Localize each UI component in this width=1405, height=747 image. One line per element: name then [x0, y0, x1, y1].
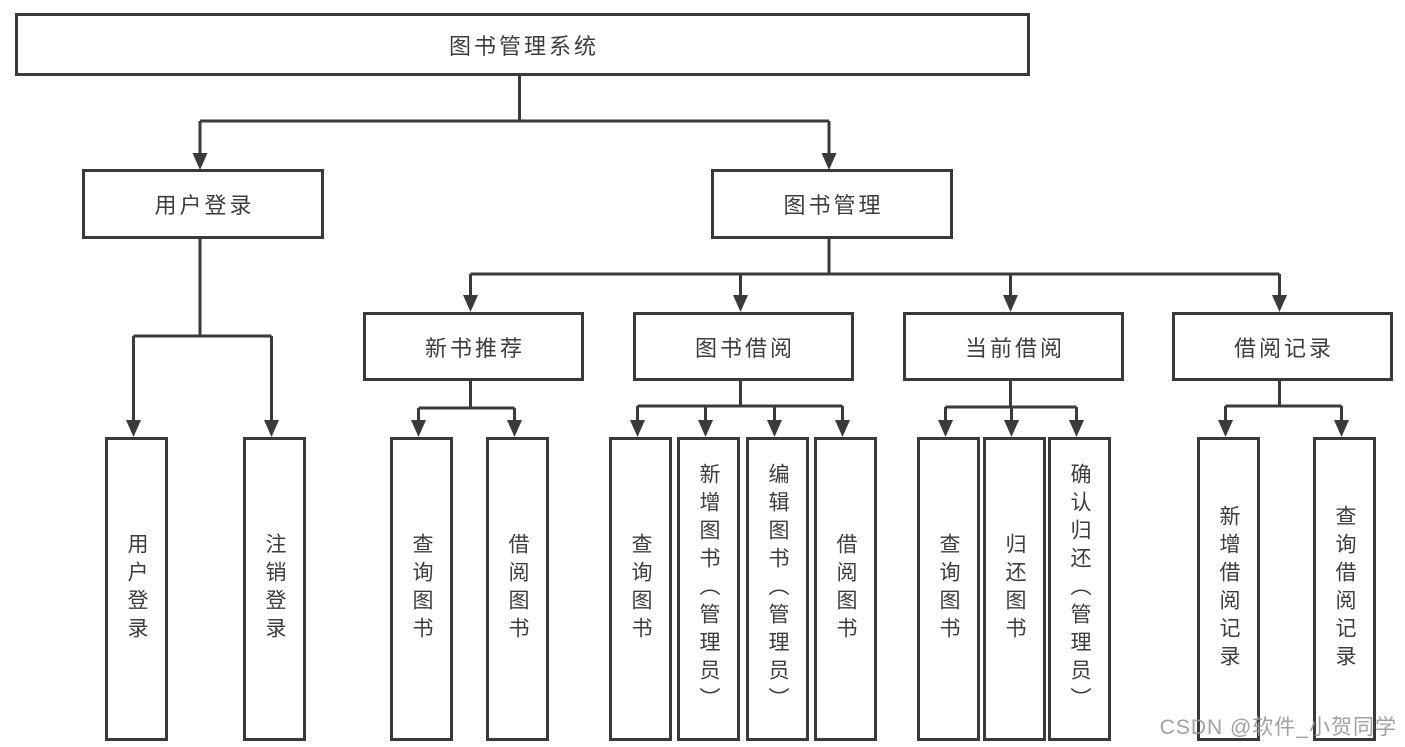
- node-user-login: 用户登录: [82, 169, 324, 239]
- node-label: 查询借阅记录: [1333, 505, 1356, 673]
- node-label: 借阅图书: [506, 533, 529, 645]
- leaf-user-login: 用户登录: [105, 437, 168, 741]
- node-book-borrowing: 图书借阅: [633, 312, 854, 381]
- connector-current-borrowing-to-children: [938, 375, 1084, 437]
- node-library-management-system: 图书管理系统: [15, 13, 1030, 76]
- node-label: 新增图书（管理员）: [697, 463, 720, 715]
- node-label: 查询图书: [937, 533, 960, 645]
- leaf-logout: 注销登录: [243, 437, 306, 741]
- leaf-records-add-record: 新增借阅记录: [1197, 437, 1260, 741]
- node-label: 确认归还（管理员）: [1068, 463, 1091, 715]
- csdn-watermark: CSDN @软件_小贺同学: [1159, 716, 1397, 739]
- leaf-records-query-record: 查询借阅记录: [1313, 437, 1376, 741]
- leaf-current-return-books: 归还图书: [983, 437, 1046, 741]
- node-label: 新书推荐: [424, 335, 525, 361]
- node-label: 当前借阅: [964, 335, 1065, 361]
- node-label: 编辑图书（管理员）: [766, 463, 789, 715]
- node-new-book-recommend: 新书推荐: [363, 312, 584, 381]
- leaf-current-confirm-return-admin: 确认归还（管理员）: [1048, 437, 1111, 741]
- connector-new-book-recommend-to-children: [411, 375, 522, 437]
- node-label: 注销登录: [263, 533, 286, 645]
- node-label: 图书管理系统: [448, 33, 599, 59]
- node-current-borrowing: 当前借阅: [903, 312, 1124, 381]
- node-label: 图书管理: [783, 193, 884, 218]
- node-label: 查询图书: [629, 533, 652, 645]
- leaf-borrowing-query-books: 查询图书: [609, 437, 672, 741]
- node-label: 借阅图书: [834, 533, 857, 645]
- node-book-management: 图书管理: [711, 169, 953, 239]
- connector-book-borrowing-to-children: [630, 375, 850, 437]
- connector-borrowing-records-to-children: [1218, 375, 1349, 437]
- leaf-current-query-books: 查询图书: [917, 437, 980, 741]
- leaf-recommend-query-books: 查询图书: [390, 437, 453, 741]
- connector-user-login-to-children: [126, 233, 279, 437]
- connector-root-to-level2: [192, 70, 837, 170]
- leaf-borrowing-borrow-books: 借阅图书: [814, 437, 877, 741]
- node-borrowing-records: 借阅记录: [1172, 312, 1393, 381]
- node-label: 归还图书: [1003, 533, 1026, 645]
- node-label: 借阅记录: [1233, 335, 1334, 361]
- leaf-recommend-borrow-books: 借阅图书: [486, 437, 549, 741]
- node-label: 用户登录: [154, 193, 255, 218]
- leaf-borrowing-add-books-admin: 新增图书（管理员）: [677, 437, 740, 741]
- connector-book-management-to-level3: [463, 233, 1287, 312]
- node-label: 用户登录: [125, 533, 148, 645]
- leaf-borrowing-edit-books-admin: 编辑图书（管理员）: [746, 437, 809, 741]
- node-label: 图书借阅: [694, 335, 795, 361]
- node-label: 查询图书: [410, 533, 433, 645]
- node-label: 新增借阅记录: [1217, 505, 1240, 673]
